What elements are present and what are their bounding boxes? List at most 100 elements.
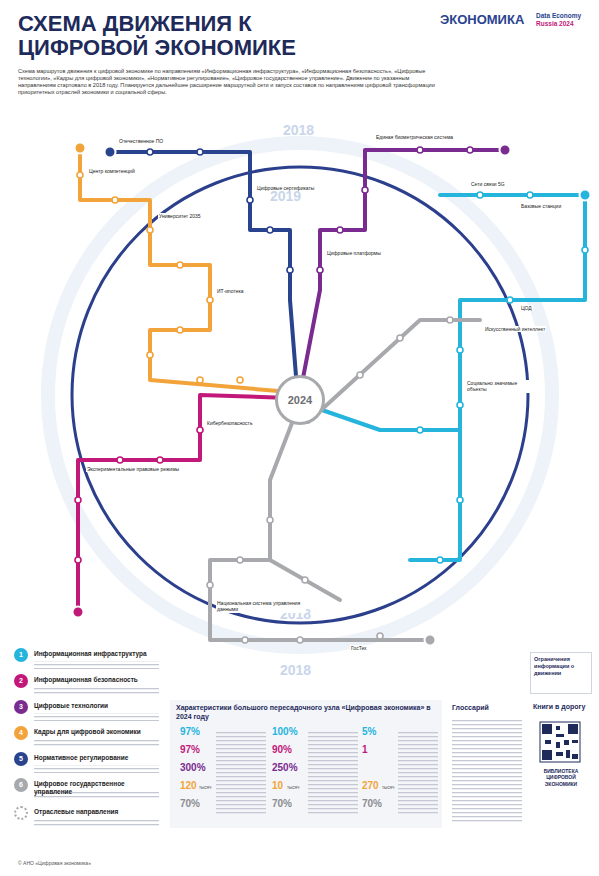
node-text: 2024: [288, 394, 312, 406]
station-label: Университет 2035: [158, 213, 202, 219]
station-label: ГосТех: [350, 645, 368, 651]
stat-value: 100%: [272, 726, 306, 739]
year-watermark: 2018: [283, 122, 327, 140]
stat-value: 70%: [362, 798, 396, 811]
station-label: Сети связи 5G: [470, 181, 506, 187]
node-text: Ограничения информации о движении: [534, 656, 588, 677]
station-label: Цифровые сертификаты: [256, 185, 315, 191]
station-dot: [247, 197, 253, 203]
station-dot: [207, 582, 213, 588]
station-dot: [147, 352, 153, 358]
watermark-ring: [48, 143, 552, 647]
station-dot: [287, 267, 293, 273]
station-dot: [507, 297, 513, 303]
stat-value: 70%: [272, 798, 306, 811]
legend-text: Кадры для цифровой экономики: [34, 728, 164, 736]
station-label: Центр компетенций: [88, 168, 136, 174]
stat-value: 97%: [180, 744, 214, 757]
legend-text: Информационная инфраструктура: [34, 650, 164, 658]
line-terminal: [425, 635, 436, 646]
station-dot: [357, 372, 363, 378]
line-terminal: [73, 607, 84, 618]
station-dot: [467, 147, 473, 153]
stats-panel: Характеристики большого пересадочного уз…: [170, 700, 442, 828]
legend-description: [34, 765, 159, 773]
stat-value: 300%: [180, 762, 214, 775]
station-dot: [197, 427, 203, 433]
metro-line: [410, 430, 460, 560]
stat-value: 5%: [362, 726, 396, 739]
line-number: 1: [14, 651, 28, 660]
line-number: 4: [14, 729, 28, 738]
metro-line: [440, 193, 585, 197]
text-label: Data Economy: [536, 12, 596, 20]
station-dot: [437, 557, 443, 563]
stat-value: 97%: [180, 726, 214, 739]
glossary-panel: Глоссарий: [448, 700, 526, 828]
stat-value: тысяч: [199, 785, 216, 791]
metro-line: [78, 395, 290, 612]
stat-value: 120: [180, 780, 200, 793]
metro-line: [303, 150, 505, 378]
year-watermark: 2018: [280, 662, 324, 680]
hub-circle: 2024: [275, 375, 325, 425]
books-panel: Книги в дорогу: [530, 700, 592, 828]
metro-line: [210, 423, 430, 640]
legend-text: Отраслевые направления: [34, 808, 164, 816]
stat-value: 70%: [180, 798, 214, 811]
line-terminal: [500, 145, 511, 156]
station-label: Национальная система управления данными: [216, 600, 306, 613]
notice-box: Ограничения информации о движении: [530, 652, 592, 694]
text-label: Russia 2024: [536, 20, 596, 28]
intro-text: Схема маршрутов движения к цифровой экон…: [18, 68, 438, 96]
line-terminal: [75, 143, 86, 154]
legend-description: [34, 687, 159, 695]
station-label: ИТ-ипотека: [216, 288, 245, 294]
stat-value: тысяч: [287, 785, 304, 791]
stat-value: 10: [272, 780, 286, 793]
legend-description: [34, 739, 159, 747]
station-label: ЦОД: [520, 305, 533, 311]
page-title: СХЕМА ДВИЖЕНИЯ К ЦИФРОВОЙ ЭКОНОМИКЕ: [18, 12, 348, 60]
text-label: ЭКОНОМИКА: [440, 12, 532, 28]
station-label: Кибербезопасность: [206, 420, 254, 426]
station-dot: [477, 192, 483, 198]
node-text: Глоссарий: [452, 704, 522, 711]
station-dot: [582, 247, 588, 253]
station-label: Единая биометрическая система: [375, 134, 454, 140]
text-label: © АНО «Цифровая экономика»: [18, 860, 168, 866]
station-dot: [317, 267, 323, 273]
legend-text: Нормативное регулирование: [34, 754, 164, 762]
station-label: Базовые станции: [520, 203, 562, 209]
line-terminal: [105, 147, 116, 158]
stat-value: 250%: [272, 762, 306, 775]
station-dot: [267, 227, 273, 233]
station-dot: [417, 427, 423, 433]
station-dot: [237, 557, 243, 563]
station-dot: [267, 517, 273, 523]
station-dot: [197, 377, 203, 383]
line-number: 3: [14, 703, 28, 712]
legend-text: Информационная безопасность: [34, 676, 164, 684]
legend-text: Цифровые технологии: [34, 702, 164, 710]
metro-line: [322, 195, 585, 430]
station-dot: [397, 335, 403, 341]
station-label: Искусственный интеллект: [484, 326, 546, 332]
station-dot: [177, 327, 183, 333]
station-dot: [242, 637, 248, 643]
line-terminal: [580, 190, 591, 201]
station-dot: [77, 172, 83, 178]
station-dot: [377, 633, 383, 639]
station-dot: [362, 187, 368, 193]
station-dot: [197, 149, 203, 155]
station-dot: [457, 402, 463, 408]
metro-line: [270, 560, 340, 600]
stat-value: 90%: [272, 744, 306, 757]
station-dot: [112, 197, 118, 203]
station-label: Социально значимые объекты: [466, 380, 531, 393]
line-number: 5: [14, 755, 28, 764]
legend-description: [34, 819, 159, 827]
line-number: 2: [14, 677, 28, 686]
station-dot: [237, 377, 243, 383]
